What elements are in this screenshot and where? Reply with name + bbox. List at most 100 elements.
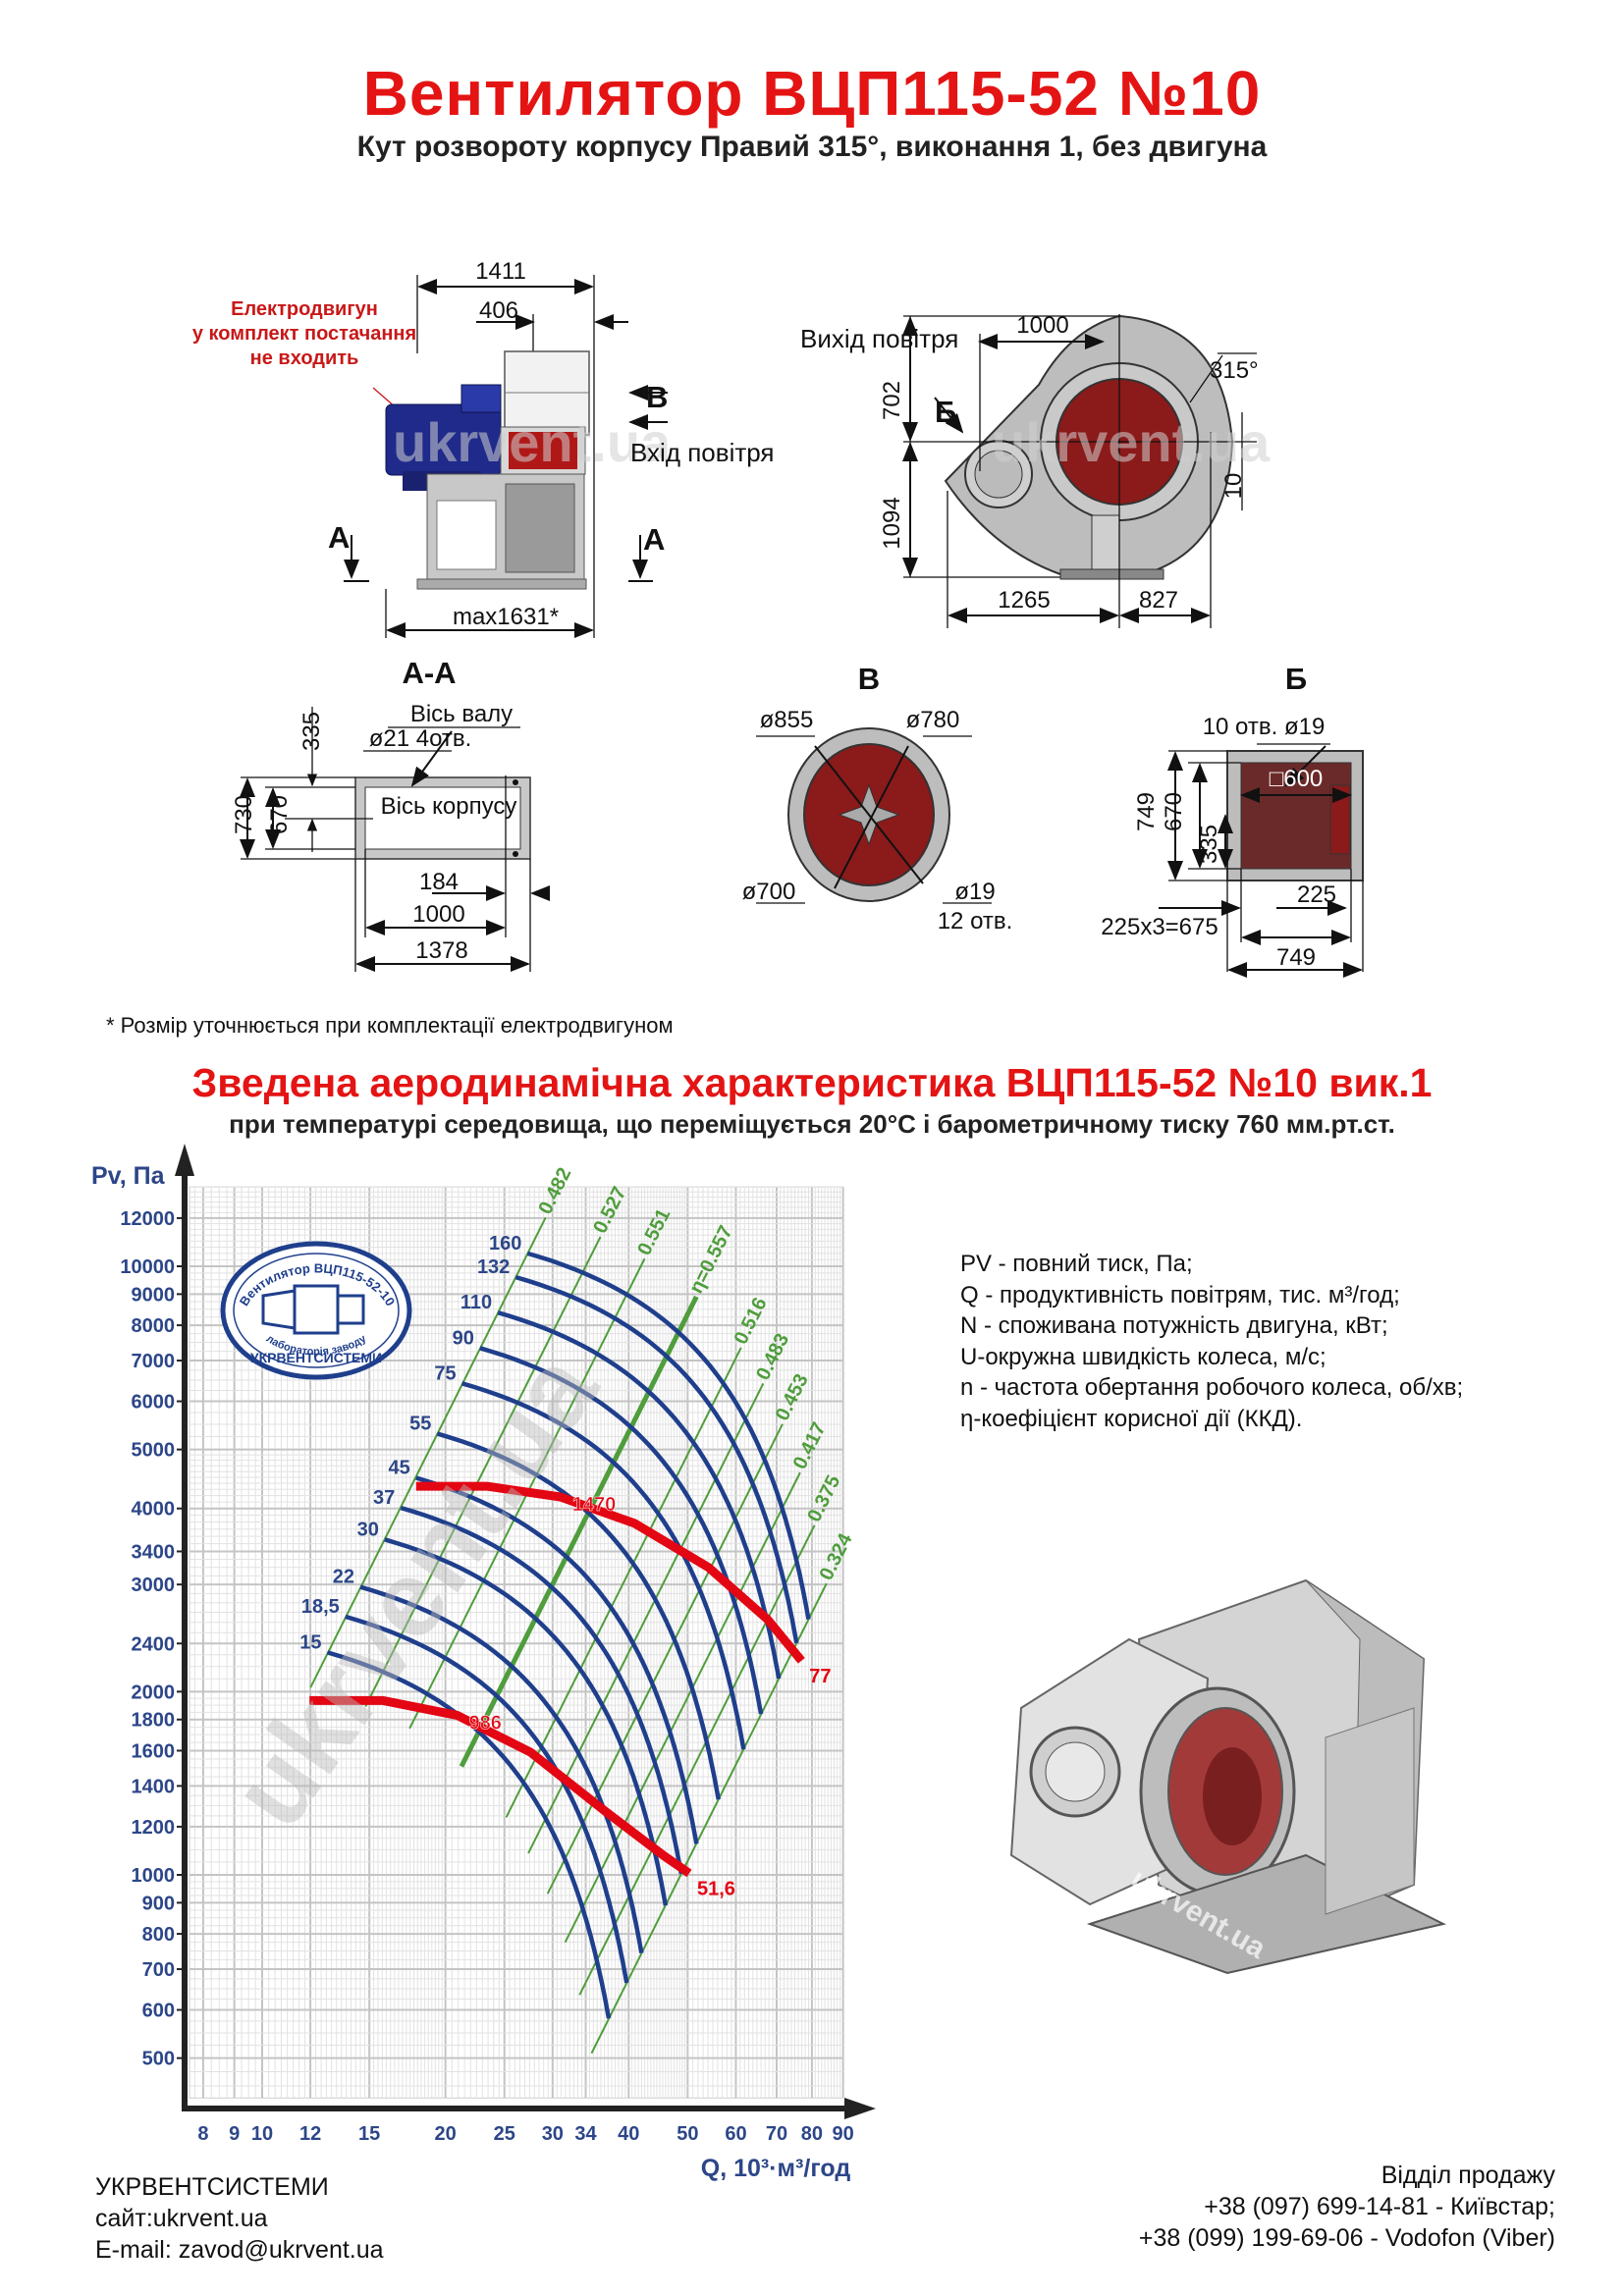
section-b-inlet: [787, 727, 950, 902]
power-curve-label: 45: [389, 1458, 410, 1479]
watermark: ukrvent.ua: [393, 411, 672, 473]
x-tick-label: 25: [494, 2123, 515, 2145]
power-curve: [326, 1650, 612, 2019]
power-curve-label: 110: [460, 1292, 492, 1313]
x-tick-label: 34: [574, 2123, 597, 2145]
company-name: УКРВЕНТСИСТЕМИ: [95, 2173, 329, 2201]
y-tick-label: 4000: [132, 1499, 176, 1521]
y-tick-label: 7000: [132, 1351, 176, 1372]
dim-184: 184: [418, 869, 460, 895]
y-tick-label: 1000: [132, 1865, 176, 1887]
dim-1000: 1000: [1016, 312, 1069, 339]
speed-curve-rpm-label: 986: [468, 1712, 501, 1734]
section-mark-a-right: А: [643, 522, 666, 557]
legend-item: Q - продуктивність повітрям, тис. м³/год…: [960, 1281, 1400, 1308]
y-tick-label: 1200: [132, 1817, 176, 1839]
y-tick-label: 12000: [120, 1208, 175, 1230]
section-aa-title: А-А: [402, 656, 457, 690]
dim-1000-aa: 1000: [412, 901, 465, 928]
speed-curve-end-label: 77: [809, 1666, 831, 1687]
side-view-fan: [385, 350, 590, 590]
x-tick-label: 50: [677, 2123, 698, 2145]
footer-sales: Відділ продажу +38 (097) 699-14-81 - Киї…: [1139, 2160, 1555, 2254]
y-tick-label: 2400: [132, 1633, 176, 1655]
y-tick-label: 800: [142, 1924, 175, 1946]
y-axis-label: Pv, Па: [91, 1162, 166, 1190]
dim-749-horizontal: 749: [1275, 944, 1317, 971]
x-tick-label: 9: [229, 2123, 240, 2145]
email-link[interactable]: E-mail: zavod@ukrvent.ua: [95, 2236, 384, 2264]
power-curve: [345, 1614, 629, 1984]
x-tick-label: 40: [618, 2123, 639, 2145]
chart-legend: PV - повний тиск, Па; Q - продуктивність…: [960, 1249, 1463, 1434]
power-curve-label: 90: [453, 1327, 474, 1349]
power-curve-label: 132: [477, 1256, 510, 1278]
dim-675: 225x3=675: [1101, 914, 1218, 940]
x-tick-label: 70: [766, 2123, 787, 2145]
square-600: □600: [1269, 766, 1324, 792]
x-tick-label: 90: [833, 2123, 854, 2145]
website-link[interactable]: сайт:ukrvent.ua: [95, 2205, 268, 2232]
y-tick-label: 3000: [132, 1575, 176, 1596]
power-curve: [460, 1381, 746, 1750]
x-tick-label: 60: [725, 2123, 746, 2145]
y-tick-label: 5000: [132, 1440, 176, 1462]
motor-note-line: у комплект постачання: [191, 323, 417, 345]
dim-1094: 1094: [879, 497, 905, 550]
watermark: ukrvent.ua: [992, 411, 1271, 473]
y-tick-label: 8000: [132, 1315, 176, 1337]
section-bcyr-title: Б: [1284, 662, 1308, 696]
power-curve-label: 15: [299, 1631, 321, 1653]
phone-kyivstar[interactable]: +38 (097) 699-14-81 - Київстар;: [1204, 2193, 1555, 2220]
y-tick-label: 1800: [132, 1710, 176, 1732]
legend-item: n - частота обертання робочого колеса, о…: [960, 1374, 1464, 1401]
x-tick-label: 20: [435, 2123, 457, 2145]
x-tick-label: 12: [299, 2123, 321, 2145]
x-tick-label: 80: [801, 2123, 823, 2145]
dim-730: 730: [231, 794, 257, 835]
legend-item: η-коефіцієнт корисної дії (ККД).: [960, 1405, 1303, 1432]
sales-title: Відділ продажу: [1380, 2162, 1555, 2189]
page-subtitle: Кут розвороту корпусу Правий 315°, викон…: [356, 131, 1268, 163]
dim-749-vertical: 749: [1133, 791, 1160, 832]
legend-item: PV - повний тиск, Па;: [960, 1251, 1193, 1277]
y-tick-label: 900: [142, 1893, 175, 1914]
footer-contacts: УКРВЕНТСИСТЕМИ сайт:ukrvent.ua E-mail: z…: [95, 2171, 384, 2266]
dim-1411: 1411: [475, 258, 526, 285]
efficiency-line: [309, 1216, 547, 1688]
y-tick-label: 700: [142, 1959, 175, 1981]
mounting-holes-label: ø21 4отв.: [368, 725, 472, 752]
efficiency-line: [505, 1347, 742, 1818]
y-tick-label: 6000: [132, 1392, 176, 1414]
dim-d780: ø780: [905, 707, 960, 733]
x-tick-label: 8: [197, 2123, 208, 2145]
dim-335-b: 335: [1196, 824, 1222, 865]
technical-drawings: ukrvent.ua ukrvent.ua: [240, 275, 1364, 978]
y-tick-label: 9000: [132, 1284, 176, 1306]
efficiency-line: [546, 1423, 784, 1895]
efficiency-line: [459, 1295, 699, 1768]
air-inlet-label: Вхід повітря: [630, 438, 775, 467]
chart-subtitle: при температурі середовища, що переміщує…: [229, 1109, 1395, 1139]
power-curve-label: 22: [333, 1567, 354, 1588]
dim-670: 670: [266, 794, 293, 835]
aerodynamic-chart: Вентилятор ВЦП115-52-10 лабораторія заво…: [91, 1144, 876, 2182]
dim-406: 406: [478, 297, 519, 324]
efficiency-line: [564, 1471, 801, 1944]
section-mark-a-left: А: [328, 520, 351, 555]
motor-note: Електродвигун у комплект постачання не в…: [192, 297, 416, 371]
view-label-b: В: [646, 380, 669, 414]
dim-1265: 1265: [998, 587, 1051, 614]
y-tick-label: 3400: [132, 1541, 176, 1563]
x-axis-label: Q, 10³·м³/год: [701, 2155, 851, 2182]
y-tick-label: 10000: [120, 1256, 175, 1278]
speed-curve-rpm-label: 1470: [572, 1494, 617, 1516]
speed-curve: [309, 1695, 692, 1878]
power-curve-label: 55: [409, 1414, 431, 1435]
power-curve-label: 18,5: [301, 1596, 340, 1618]
view-label-bcyr: Б: [935, 395, 957, 429]
section-bcyr-outlet: [1226, 750, 1364, 881]
air-outlet-label: Вихід повітря: [800, 324, 959, 353]
efficiency-line: [527, 1382, 765, 1854]
phone-vodafone[interactable]: +38 (099) 199-69-06 - Vodofon (Viber): [1138, 2224, 1555, 2252]
